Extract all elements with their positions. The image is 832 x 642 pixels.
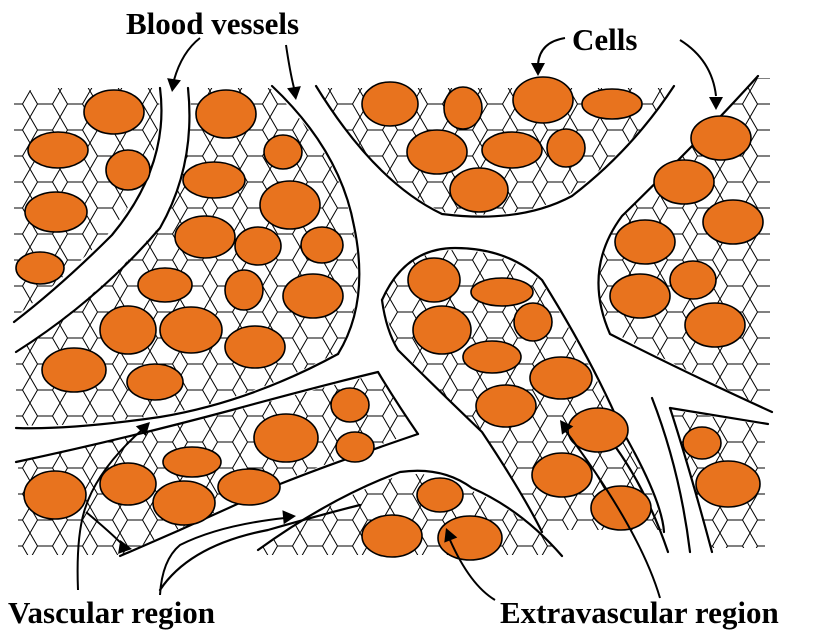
cell [471,278,533,306]
cell [100,463,156,505]
arrow-head [167,78,181,92]
arrow-line [680,40,716,96]
cell [362,82,418,126]
cell [407,130,467,174]
arrow-line [286,45,294,88]
cell [476,385,536,427]
cell [225,270,263,310]
arrow-line [538,38,565,64]
label-vascular-region: Vascular region [8,597,215,628]
cell [513,77,573,123]
cell [683,427,721,459]
cell [160,307,222,353]
cell [703,200,763,244]
cell [42,348,106,392]
cell [254,414,318,462]
cell [696,461,760,507]
cell [591,486,651,530]
cell [196,90,256,138]
cell [235,227,281,265]
arrow-line [174,38,200,80]
cell [24,471,86,519]
cell [362,515,422,557]
cell [283,274,343,318]
cell [408,258,460,302]
cell [691,116,751,160]
cell [532,453,592,497]
cell [106,150,150,190]
arrow-head [287,86,301,100]
cell [153,481,215,525]
cell [127,364,183,400]
cell [16,252,64,284]
cell [264,135,302,169]
cell [610,274,670,318]
cell [336,432,374,462]
cell [450,168,508,212]
cell [413,306,471,354]
arrow-head [531,63,545,76]
cell [463,341,521,373]
cell [670,261,716,299]
cell [514,303,552,341]
cell [100,306,156,354]
cell [654,160,714,204]
cell [225,326,285,368]
cell [138,268,192,302]
cell [685,303,745,347]
cell [25,192,87,232]
cell [331,388,369,422]
cell [417,478,463,512]
cell [444,87,482,129]
cell [482,132,542,168]
cell [547,129,585,167]
cell [28,132,88,168]
cell [163,447,221,477]
cell [183,162,245,198]
cell [301,227,343,263]
cell [84,90,144,134]
cell [218,469,280,505]
label-cells: Cells [572,24,637,55]
arrow-head [709,97,723,110]
cell [615,220,675,264]
label-extravascular-region: Extravascular region [500,597,779,628]
cell [582,89,642,119]
cell [175,216,235,258]
cell [530,357,592,399]
label-blood-vessels: Blood vessels [126,8,299,39]
cell [260,181,320,229]
